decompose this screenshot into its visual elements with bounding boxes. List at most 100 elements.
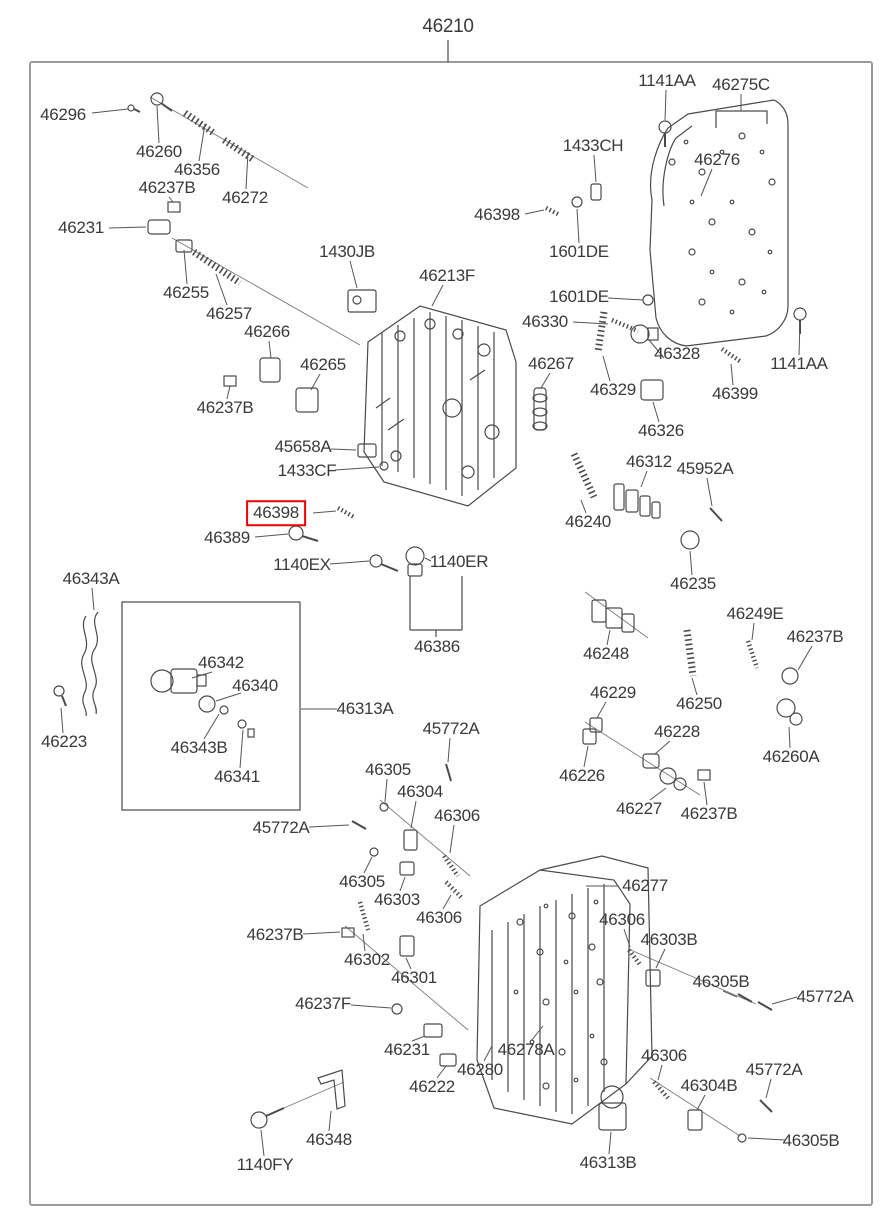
part-label-46343B[interactable]: 46343B xyxy=(170,738,228,758)
part-label-46313A[interactable]: 46313A xyxy=(336,699,394,719)
part-label-46313B[interactable]: 46313B xyxy=(579,1153,637,1173)
small-parts-art xyxy=(81,183,803,1143)
part-label-46240[interactable]: 46240 xyxy=(565,512,611,532)
part-label-1433CH[interactable]: 1433CH xyxy=(562,136,624,156)
leader-line-46257 xyxy=(215,273,228,306)
part-label-46306-3[interactable]: 46306 xyxy=(599,910,645,930)
part-label-46356[interactable]: 46356 xyxy=(174,160,220,180)
part-label-1601DE-2[interactable]: 1601DE xyxy=(549,287,609,307)
part-label-46260A[interactable]: 46260A xyxy=(762,747,820,767)
spring-46249e xyxy=(745,640,760,669)
part-label-46227[interactable]: 46227 xyxy=(616,799,662,819)
part-label-1140ER[interactable]: 1140ER xyxy=(429,552,489,572)
leader-line-1430JB xyxy=(349,260,358,289)
part-label-46312[interactable]: 46312 xyxy=(626,452,672,472)
part-label-46235[interactable]: 46235 xyxy=(670,574,716,594)
part-label-46305B-2[interactable]: 46305B xyxy=(782,1131,840,1151)
part-label-46223[interactable]: 46223 xyxy=(41,732,87,752)
part-label-46267[interactable]: 46267 xyxy=(528,354,574,374)
part-label-46249E[interactable]: 46249E xyxy=(726,604,784,624)
part-label-46348[interactable]: 46348 xyxy=(306,1130,352,1150)
part-label-46305-2[interactable]: 46305 xyxy=(339,872,385,892)
part-label-46306[interactable]: 46306 xyxy=(434,806,480,826)
part-label-1141AA[interactable]: 1141AA xyxy=(638,71,696,91)
part-label-1140EX[interactable]: 1140EX xyxy=(273,555,331,575)
part-label-46248[interactable]: 46248 xyxy=(583,644,629,664)
part-label-46237B-4[interactable]: 46237B xyxy=(680,804,738,824)
part-label-46302[interactable]: 46302 xyxy=(344,950,390,970)
spring-46306-2 xyxy=(627,948,643,968)
part-label-46266[interactable]: 46266 xyxy=(244,322,290,342)
part-label-46389[interactable]: 46389 xyxy=(204,528,250,548)
part-46305-1 xyxy=(379,802,389,812)
part-label-46303[interactable]: 46303 xyxy=(374,890,420,910)
part-label-46398-2[interactable]: 46398 xyxy=(246,500,306,526)
part-label-46306-2[interactable]: 46306 xyxy=(416,908,462,928)
leader-line-46305B xyxy=(747,1137,786,1141)
leader-line-46306 xyxy=(623,928,631,948)
part-label-46257[interactable]: 46257 xyxy=(206,304,252,324)
part-label-46305[interactable]: 46305 xyxy=(365,760,411,780)
part-46343b xyxy=(219,705,229,715)
part-label-46275C[interactable]: 46275C xyxy=(712,75,770,95)
part-label-46237B[interactable]: 46237B xyxy=(138,178,196,198)
part-label-46301[interactable]: 46301 xyxy=(391,968,437,988)
part-label-46326[interactable]: 46326 xyxy=(638,421,684,441)
part-label-46398[interactable]: 46398 xyxy=(474,205,520,225)
part-label-45658A[interactable]: 45658A xyxy=(274,437,332,457)
part-label-46228[interactable]: 46228 xyxy=(654,722,700,742)
pin-45772a-4 xyxy=(759,1099,773,1113)
leader-line-46265 xyxy=(310,373,321,391)
part-label-45772A-4[interactable]: 45772A xyxy=(745,1060,803,1080)
part-label-45772A[interactable]: 45772A xyxy=(422,719,480,739)
part-label-46386[interactable]: 46386 xyxy=(414,637,460,657)
part-label-46237F[interactable]: 46237F xyxy=(295,994,351,1014)
part-label-46278A[interactable]: 46278A xyxy=(497,1040,555,1060)
part-label-46329[interactable]: 46329 xyxy=(590,380,636,400)
part-label-46222[interactable]: 46222 xyxy=(409,1077,455,1097)
part-label-46237B-3[interactable]: 46237B xyxy=(786,627,844,647)
part-label-46276[interactable]: 46276 xyxy=(694,150,740,170)
part-label-1433CF[interactable]: 1433CF xyxy=(277,461,337,481)
part-label-46226[interactable]: 46226 xyxy=(559,766,605,786)
part-label-46343A[interactable]: 46343A xyxy=(62,569,120,589)
part-label-46280[interactable]: 46280 xyxy=(457,1060,503,1080)
part-label-46304B[interactable]: 46304B xyxy=(680,1076,738,1096)
bolt-46389 xyxy=(288,525,304,541)
part-label-46304[interactable]: 46304 xyxy=(397,782,443,802)
part-label-46305B[interactable]: 46305B xyxy=(692,972,750,992)
part-label-1601DE[interactable]: 1601DE xyxy=(549,242,609,262)
part-label-46272[interactable]: 46272 xyxy=(222,188,268,208)
part-label-46330[interactable]: 46330 xyxy=(522,312,568,332)
part-label-46231[interactable]: 46231 xyxy=(58,218,104,238)
part-label-46250[interactable]: 46250 xyxy=(676,694,722,714)
part-label-46303B[interactable]: 46303B xyxy=(640,930,698,950)
leader-line-46228 xyxy=(654,740,671,755)
part-label-46328[interactable]: 46328 xyxy=(654,344,700,364)
part-label-46260[interactable]: 46260 xyxy=(136,142,182,162)
part-46303 xyxy=(399,861,415,876)
part-label-46296[interactable]: 46296 xyxy=(40,105,86,125)
part-label-46237B-5[interactable]: 46237B xyxy=(246,925,304,945)
part-label-45952A[interactable]: 45952A xyxy=(676,459,734,479)
part-label-46306-4[interactable]: 46306 xyxy=(641,1046,687,1066)
part-label-46229[interactable]: 46229 xyxy=(590,683,636,703)
part-label-46342[interactable]: 46342 xyxy=(198,653,244,673)
part-label-46237B-2[interactable]: 46237B xyxy=(196,398,254,418)
part-label-1430JB[interactable]: 1430JB xyxy=(319,242,375,262)
part-label-46399[interactable]: 46399 xyxy=(712,384,758,404)
part-label-45772A-2[interactable]: 45772A xyxy=(252,818,310,838)
part-label-1140FY[interactable]: 1140FY xyxy=(236,1155,294,1175)
part-label-1141AA-2[interactable]: 1141AA xyxy=(770,354,828,374)
part-label-46277[interactable]: 46277 xyxy=(622,876,668,896)
part-label-46341[interactable]: 46341 xyxy=(214,767,260,787)
part-label-46231-2[interactable]: 46231 xyxy=(384,1040,430,1060)
part-46312 xyxy=(613,483,661,519)
part-label-46340[interactable]: 46340 xyxy=(232,676,278,696)
oring-46340 xyxy=(198,695,216,713)
part-label-46255[interactable]: 46255 xyxy=(163,283,209,303)
part-label-45772A-3[interactable]: 45772A xyxy=(796,987,854,1007)
part-label-46265[interactable]: 46265 xyxy=(300,355,346,375)
leader-line-46306 xyxy=(442,894,452,910)
part-label-46213F[interactable]: 46213F xyxy=(419,266,475,286)
